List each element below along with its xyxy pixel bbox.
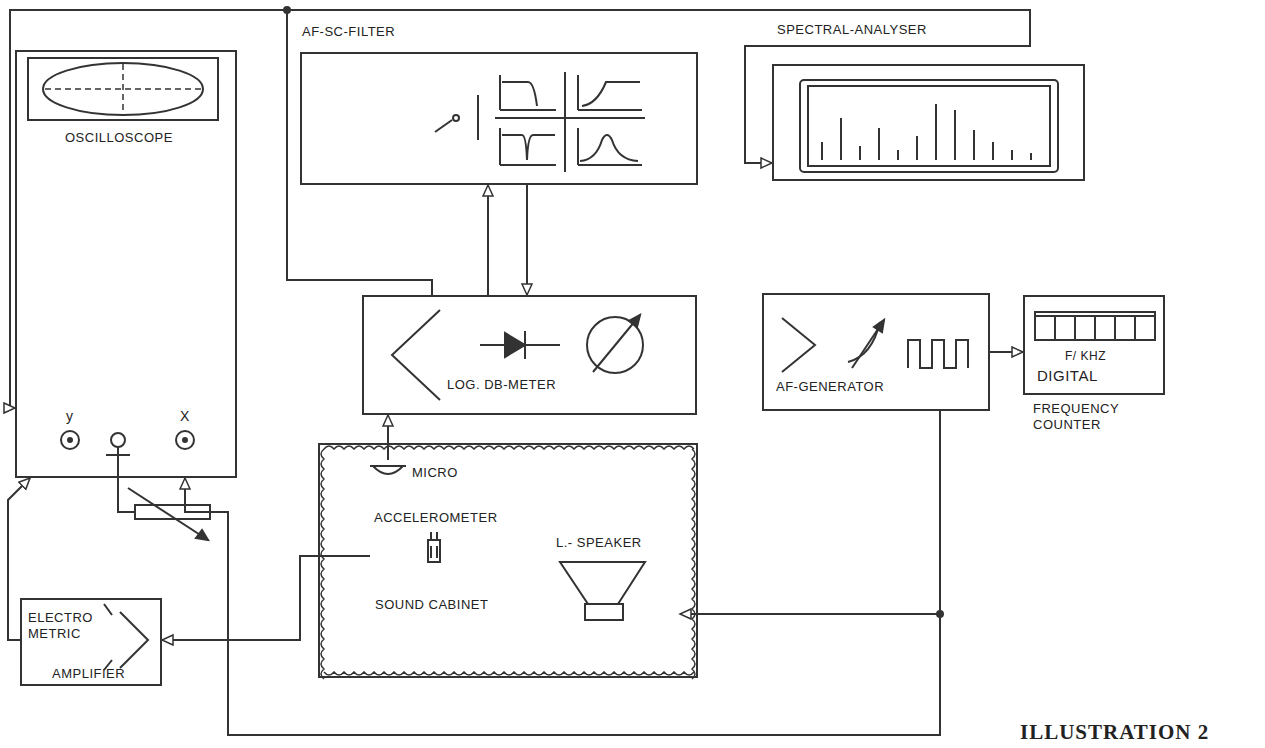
potentiometer xyxy=(128,488,210,540)
node-text: AMPLIFIER xyxy=(52,666,125,682)
spectrum-line xyxy=(1011,150,1013,160)
signal-wire xyxy=(185,411,940,735)
signal-wire xyxy=(162,556,370,640)
accelerometer-symbol xyxy=(428,532,440,562)
analyser-screen-inner xyxy=(808,86,1050,166)
signal-wire xyxy=(8,478,30,640)
spectrum-line xyxy=(973,130,975,160)
rectifier-diode xyxy=(480,331,560,359)
spectrum-line xyxy=(878,128,880,160)
amplifier-symbol xyxy=(104,604,148,670)
spectrum-line xyxy=(840,118,842,160)
node-text: L.- SPEAKER xyxy=(556,535,642,551)
signal-wire xyxy=(990,351,1023,353)
spectrum-line xyxy=(897,150,899,160)
spectrum-lines xyxy=(822,104,1031,160)
amplifier-symbol xyxy=(782,318,815,372)
microphone: MICRO xyxy=(367,460,477,488)
cabinet-lining xyxy=(321,446,695,679)
generator-box: AF-GENERATOR xyxy=(762,293,990,411)
meter-symbol xyxy=(587,315,643,373)
node-text: FREQUENCY COUNTER xyxy=(1033,401,1133,434)
cabinet-lining xyxy=(321,446,695,679)
meter-box: LOG. DB-METER xyxy=(362,295,697,415)
oscilloscope-box: OSCILLOSCOPE xyxy=(15,50,237,478)
square-wave xyxy=(908,340,968,368)
spectrum-line xyxy=(954,110,956,160)
input-label: X xyxy=(180,408,189,424)
spectrum-line xyxy=(859,146,861,160)
cabinet-box: MICRO ACCELEROMETER L.- SPEAKER SOUND CABIN… xyxy=(318,443,698,678)
amplifier-symbol xyxy=(392,310,440,400)
node-text: MICRO xyxy=(412,465,458,481)
signal-wire xyxy=(487,185,489,295)
spectrum-line xyxy=(916,136,918,160)
scope-tube xyxy=(43,63,203,115)
amplifier-box: ELECTRO METRIC AMPLIFIER xyxy=(20,598,162,686)
filter-box: AF-SC-FILTER xyxy=(300,52,698,185)
variable-symbol xyxy=(848,320,884,368)
scope-graticule xyxy=(45,64,201,114)
node-text: ACCELEROMETER xyxy=(374,510,498,526)
scope-screen xyxy=(28,58,218,120)
signal-wire xyxy=(287,10,1030,295)
analyser-screen xyxy=(800,80,1058,172)
spectrum-line xyxy=(935,104,937,160)
node-text: ELECTRO METRIC xyxy=(28,610,120,643)
counter-display xyxy=(1035,312,1155,340)
counter-box: F/ KHZDIGITALFREQUENCY COUNTER xyxy=(1023,295,1165,395)
node-text: SOUND CABINET xyxy=(375,597,488,613)
node-text: DIGITAL xyxy=(1037,367,1098,386)
node-text: AF-SC-FILTER xyxy=(302,24,395,40)
accelerometer: ACCELEROMETER xyxy=(370,510,530,570)
node-text: OSCILLOSCOPE xyxy=(65,130,173,146)
microphone-symbol xyxy=(370,466,406,474)
signal-wire xyxy=(526,185,528,295)
loudspeaker: L.- SPEAKER xyxy=(550,535,680,645)
scope-jacks xyxy=(61,431,194,512)
loudspeaker-symbol xyxy=(560,562,645,620)
signal-wire xyxy=(680,411,940,614)
filter-switch xyxy=(435,95,478,140)
signal-wire xyxy=(10,10,432,408)
spectrum-line xyxy=(821,142,823,160)
node-text: LOG. DB-METER xyxy=(447,377,556,393)
signal-wire xyxy=(387,415,389,460)
spectrum-line xyxy=(1030,153,1032,160)
analyser-box: SPECTRAL-ANALYSER xyxy=(772,64,1085,181)
figure-caption: ILLUSTRATION 2 xyxy=(1020,720,1209,745)
node-text: F/ KHZ xyxy=(1065,349,1106,364)
node-text: AF-GENERATOR xyxy=(776,379,884,395)
input-label: y xyxy=(66,408,73,424)
node-text: SPECTRAL-ANALYSER xyxy=(777,22,927,38)
spectrum-line xyxy=(992,142,994,160)
filter-curves xyxy=(495,72,645,172)
